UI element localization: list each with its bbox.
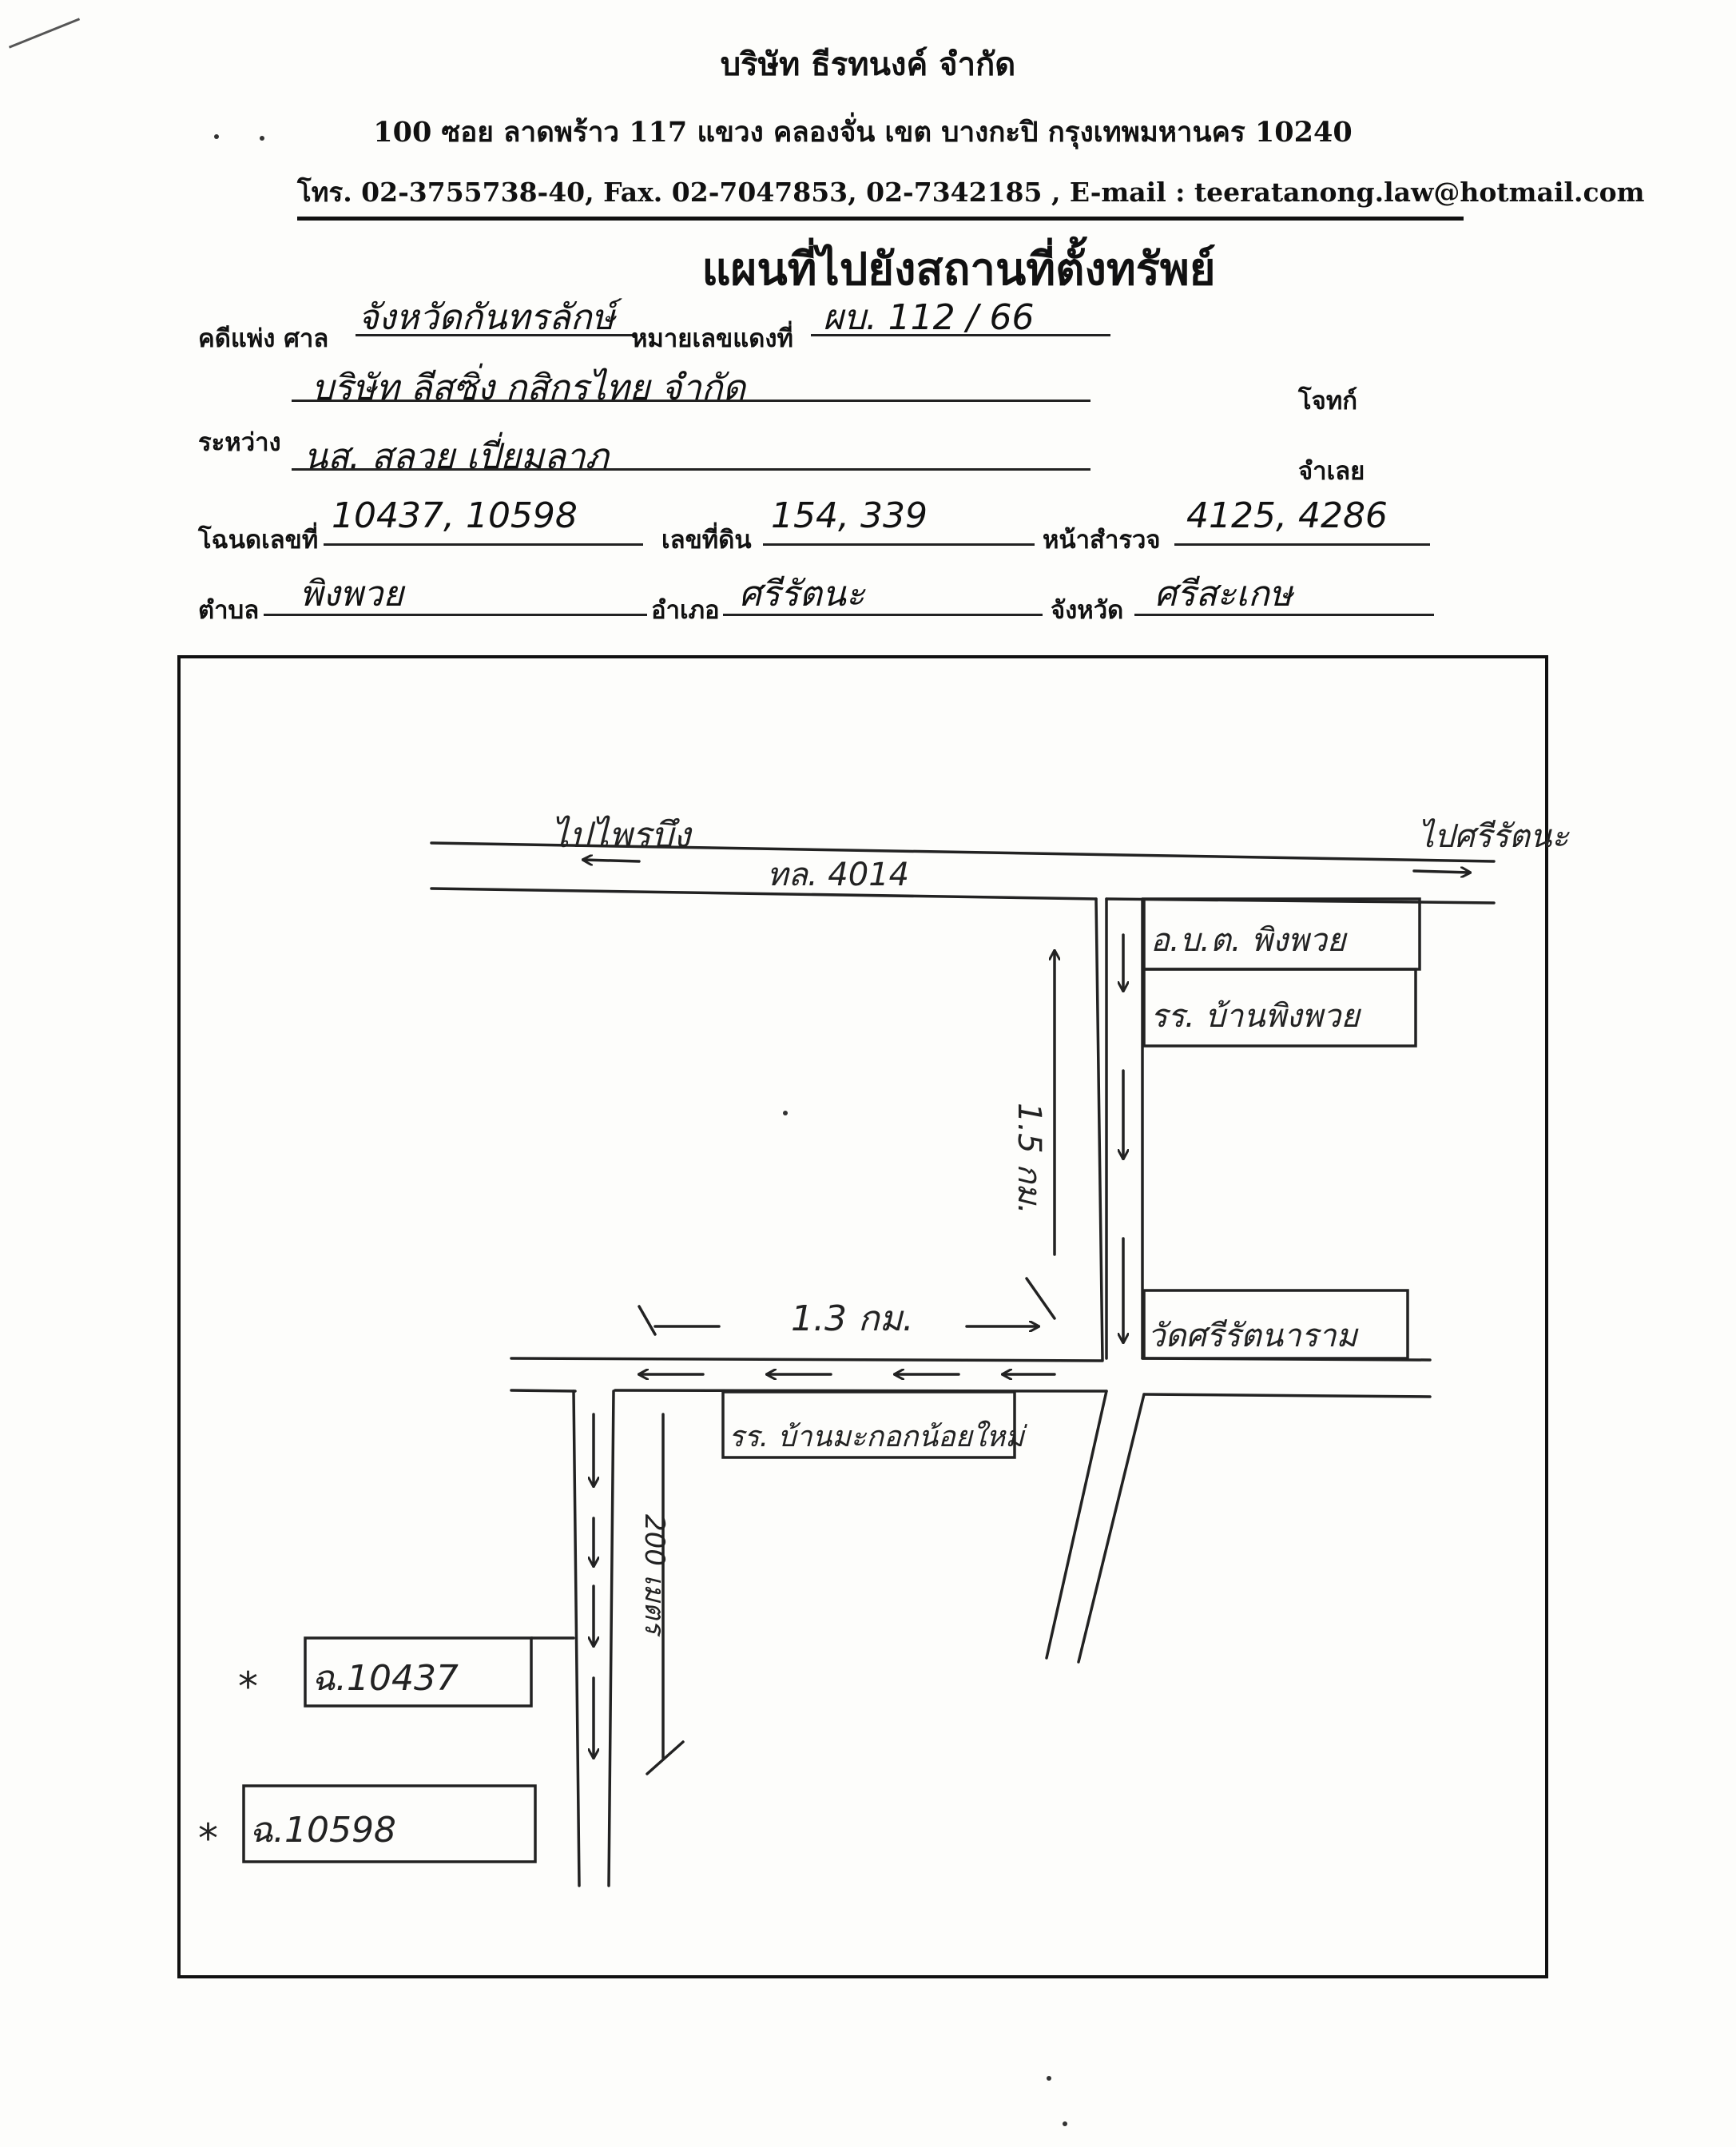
defendant-line [292,468,1090,471]
scan-speck [1047,2076,1051,2081]
se-road-west-edge [1045,1390,1108,1660]
court-line [356,334,635,336]
black-no-label: หมายเลขแดงที่ [631,324,793,353]
highway-label: ทล. 4014 [767,857,909,893]
province-value: ศรีสะเกษ [1154,574,1293,614]
dist-north-tick [1025,1277,1056,1320]
scan-speck [214,134,219,139]
plot1-label: ฉ.10437 [312,1658,459,1699]
survey-line [1174,543,1430,546]
deed-line [324,543,643,546]
west-arrow [583,860,641,861]
black-no-value: ผบ. 112 / 66 [823,297,1035,338]
land-no-label: เลขที่ดิน [661,526,752,555]
to-east-label: ไปศรีรัตนะ [1418,818,1570,855]
black-no-line [811,334,1110,336]
school1-label: รร. บ้านพิงพวย [1150,998,1361,1035]
company-address: 100 ซอย ลาดพร้าว 117 แขวง คลองจั่น เขต บ… [373,116,1353,149]
ns-road-west-edge [1094,897,1104,1362]
school2-label: รร. บ้านมะกอกน้อยใหม่ [729,1420,1028,1453]
east-arrow [1412,871,1470,873]
document-title: แผนที่ไปยังสถานที่ตั้งทรัพย์ [701,243,1216,296]
case-label: คดีแพ่ง ศาล [198,324,329,353]
company-contact: โทร. 02-3755738-40, Fax. 02-7047853, 02-… [297,171,1645,221]
crossroad-top-edge [510,1357,1104,1362]
scan-speck [783,1111,788,1115]
deed-label: โฉนดเลขที่ [198,526,319,555]
district-label: อำเภอ [651,596,720,625]
between-label: ระหว่าง [198,428,281,457]
south-road-west-edge [572,1390,581,1887]
plaintiff-line [292,400,1090,402]
dist-south-tick [646,1740,685,1775]
school1-box [1142,968,1417,1048]
se-road-east-edge [1077,1393,1146,1664]
district-value: ศรีรัตนะ [739,574,865,614]
temple-label: วัดศรีรัตนาราม [1147,1318,1360,1354]
plot2-star: * [198,1815,218,1862]
scan-speck [260,136,264,141]
province-label: จังหวัด [1051,596,1124,625]
plot2-label: ฉ.10598 [249,1810,396,1851]
defendant-label: จำเลย [1298,457,1365,486]
subdistrict-label: ตำบล [198,596,260,625]
highway-top-edge [430,841,1496,863]
map-frame [177,655,1548,1978]
plot1-box [304,1636,533,1708]
district-line [723,614,1043,616]
crossroad-bottom-edge-east [1142,1393,1432,1398]
dist-south-label: 200 เมตร [638,1514,670,1637]
land-no-value: 154, 339 [771,495,928,536]
school2-box [721,1390,1016,1459]
company-name: บริษัท ธีรทนงค์ จำกัด [720,46,1016,83]
province-line [1134,614,1434,616]
dist-north-label: 1.5 กม. [1011,1103,1047,1215]
survey-value: 4125, 4286 [1186,495,1388,536]
plot2-box [242,1784,537,1863]
survey-label: หน้าสำรวจ [1043,526,1161,555]
crossroad-bottom-edge [510,1389,577,1393]
dist-west-left-tick [638,1305,657,1336]
land-no-line [763,543,1035,546]
to-west-label: ไปไพรบึง [551,815,693,856]
obt-label: อ.บ.ต. พิงพวย [1150,922,1348,959]
deed-value: 10437, 10598 [332,495,578,536]
dist-west-label: 1.3 กม. [791,1298,914,1339]
scan-speck [1063,2121,1067,2126]
south-road-east-edge [607,1390,615,1887]
plot1-star: * [238,1664,258,1710]
highway-bottom-edge [430,887,1098,901]
subdistrict-line [264,614,647,616]
subdistrict-value: พิงพวย [300,574,403,614]
temple-box [1142,1289,1409,1360]
plaintiff-label: โจทก์ [1298,387,1358,415]
court-value: จังหวัดกันทรลักษ์ [358,297,615,338]
